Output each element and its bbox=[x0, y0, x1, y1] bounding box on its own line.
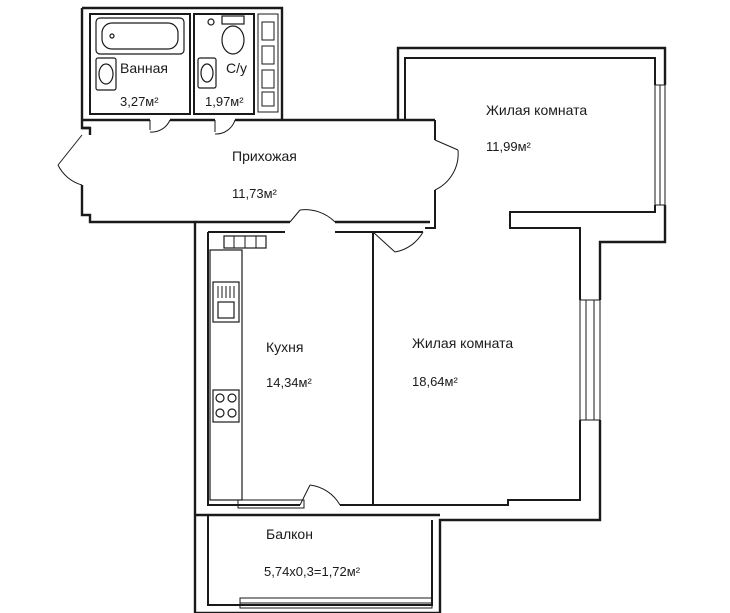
balcony-inner-wall bbox=[207, 515, 433, 606]
doors bbox=[57, 119, 459, 506]
stove-burner-4 bbox=[227, 408, 237, 418]
toilet-bowl-icon bbox=[221, 25, 245, 55]
toilet-name: С/у bbox=[226, 60, 247, 76]
hallway-right-wall bbox=[425, 120, 436, 229]
toilet-door bbox=[214, 119, 236, 135]
living-room-1-inner-wall bbox=[404, 57, 656, 300]
living-room-2-door bbox=[372, 231, 424, 253]
balcony-area: 5,74х0,3=1,72м² bbox=[264, 564, 361, 579]
windows bbox=[237, 13, 666, 609]
stove-burner-3 bbox=[215, 408, 225, 418]
living-room-2-name: Жилая комната bbox=[412, 335, 513, 351]
living-room-2-outer-wall bbox=[438, 420, 602, 613]
kitchen-name: Кухня bbox=[266, 339, 303, 355]
bathroom-name: Ванная bbox=[120, 60, 168, 76]
toilet-walls bbox=[193, 13, 255, 115]
bathroom-door bbox=[149, 119, 171, 133]
hallway-area: 11,73м² bbox=[232, 186, 278, 201]
hallway-name: Прихожая bbox=[232, 148, 297, 164]
vent-cell-1 bbox=[261, 21, 275, 41]
kitchen-sink-drainer bbox=[217, 286, 235, 298]
living-room-2-inner-wall bbox=[372, 231, 581, 506]
living-room-1-door bbox=[434, 139, 459, 191]
vent-cell-4 bbox=[261, 91, 275, 107]
fixtures bbox=[95, 15, 267, 501]
balcony-name: Балкон bbox=[266, 526, 313, 542]
toilet-sink-bowl bbox=[200, 63, 214, 83]
kitchen-door bbox=[289, 209, 336, 223]
living-room-1-name: Жилая комната bbox=[486, 102, 587, 118]
toilet-tank-icon bbox=[221, 15, 245, 25]
window-living-room-2 bbox=[579, 299, 601, 421]
vent-cell-2 bbox=[261, 45, 275, 65]
kitchen-area: 14,34м² bbox=[266, 375, 312, 390]
window-kitchen-balcony bbox=[237, 499, 305, 509]
wet-block-top-wall bbox=[82, 6, 284, 120]
entrance-door bbox=[57, 134, 83, 186]
hallway-left-upper bbox=[82, 126, 92, 135]
living-room-1-outer-wall bbox=[396, 46, 667, 300]
room-labels: Ванная 3,27м² С/у 1,97м² Прихожая 11,73м… bbox=[120, 60, 587, 579]
toilet-area: 1,97м² bbox=[205, 94, 244, 109]
balcony-door bbox=[299, 484, 341, 506]
living-room-1-area: 11,99м² bbox=[486, 139, 532, 154]
hallway-left-lower bbox=[80, 185, 197, 613]
wet-block-left-wall bbox=[80, 8, 90, 130]
kitchen-sink-bowl bbox=[217, 301, 235, 319]
bathtub-drain-icon bbox=[109, 33, 115, 39]
bathroom-walls bbox=[89, 13, 191, 115]
balcony-walls bbox=[195, 513, 440, 613]
vent-shaft bbox=[257, 13, 279, 113]
stove-burner-2 bbox=[227, 393, 237, 403]
bathroom-sink-bowl bbox=[98, 63, 114, 85]
vent-cell-3 bbox=[261, 69, 275, 89]
kitchen-bottom-wall bbox=[207, 232, 373, 506]
stove-burner-1 bbox=[215, 393, 225, 403]
living-room-2-area: 18,64м² bbox=[412, 374, 458, 389]
bathtub-basin bbox=[101, 22, 179, 50]
walls bbox=[80, 6, 667, 613]
toilet-flush-icon bbox=[207, 18, 215, 26]
bathroom-area: 3,27м² bbox=[120, 94, 159, 109]
